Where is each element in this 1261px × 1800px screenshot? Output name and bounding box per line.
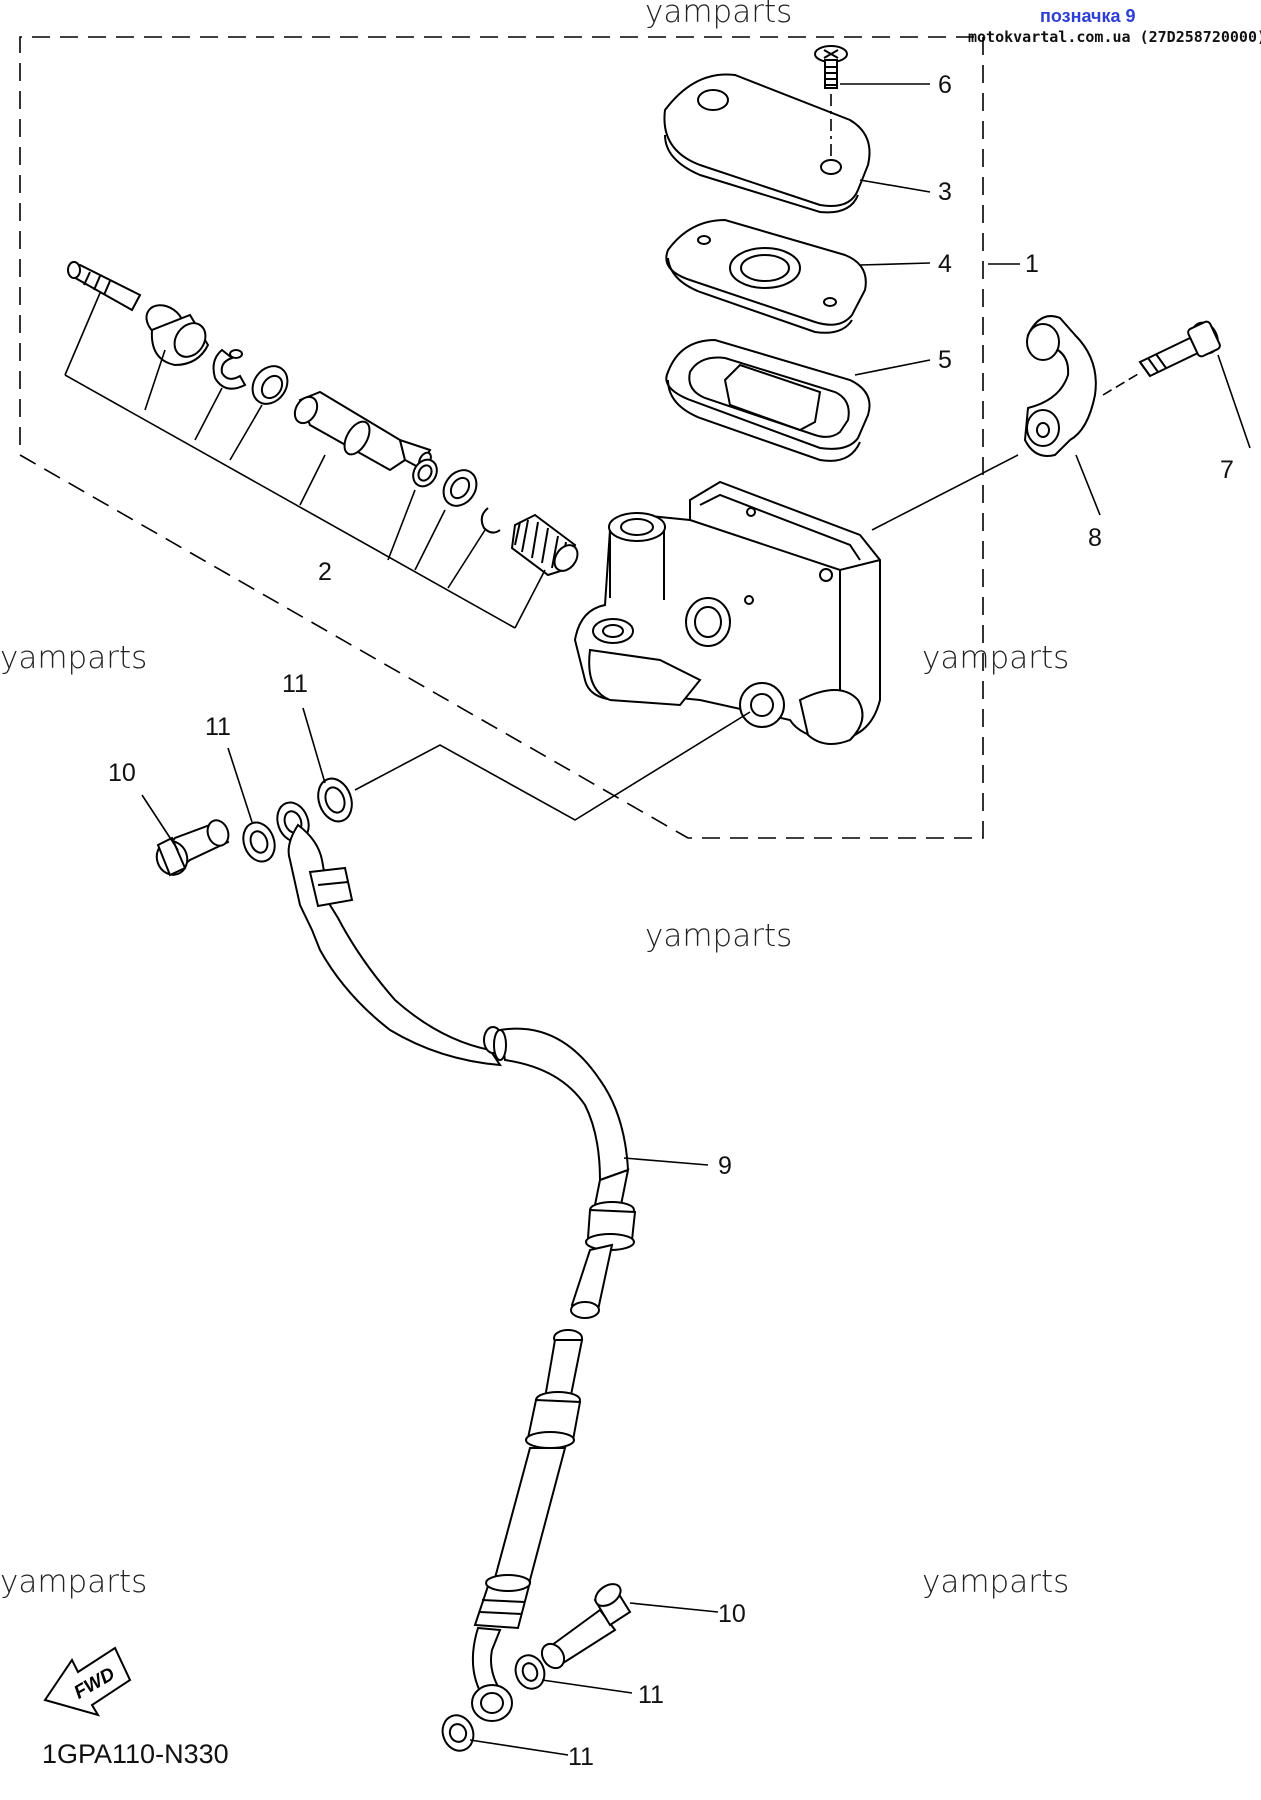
lower-banjo-assembly — [441, 1583, 719, 1756]
watermark-center: yamparts — [645, 918, 792, 954]
callout-4: 4 — [938, 250, 952, 278]
leader-5 — [854, 359, 931, 376]
source-subtitle: motokvartal.com.ua (27D258720000) — [968, 28, 1261, 46]
reservoir-cap — [663, 73, 871, 214]
callout-3: 3 — [938, 178, 952, 206]
fwd-arrow-icon: FWD — [43, 1646, 132, 1717]
callout-10-b: 10 — [718, 1600, 746, 1628]
callout-11-a: 11 — [282, 670, 308, 698]
diagram-code: 1GPA110-N330 — [42, 1739, 229, 1769]
callout-10-a: 10 — [108, 759, 136, 787]
cap-screw — [814, 45, 848, 160]
clamp-bolt — [1102, 320, 1251, 449]
callout-1: 1 — [1025, 250, 1039, 278]
tag-label: позначка 9 — [1040, 6, 1136, 26]
brake-hose — [287, 823, 709, 1722]
leader-8 — [1075, 454, 1101, 516]
watermark-top: yamparts — [645, 0, 792, 30]
watermark-mid-left: yamparts — [0, 640, 147, 676]
banjo-connection-line — [354, 711, 751, 821]
assembly-boundary — [19, 36, 984, 839]
callout-7: 7 — [1220, 456, 1234, 484]
leader-master — [871, 454, 1019, 531]
piston-kit — [64, 261, 579, 629]
callout-6: 6 — [938, 71, 952, 99]
callout-11-c: 11 — [638, 1681, 664, 1709]
watermark-mid-right: yamparts — [922, 640, 1069, 676]
callout-8: 8 — [1088, 524, 1102, 552]
diaphragm-plate — [665, 218, 867, 334]
master-cylinder-body — [573, 480, 881, 745]
watermark-bottom-right: yamparts — [922, 1564, 1069, 1600]
callout-9: 9 — [718, 1152, 732, 1180]
leader-4 — [859, 262, 931, 266]
callout-11-d: 11 — [568, 1743, 594, 1771]
callout-2: 2 — [318, 558, 332, 586]
upper-banjo-assembly — [141, 707, 353, 877]
leader-3 — [859, 179, 931, 193]
callout-5: 5 — [938, 346, 952, 374]
callout-11-b: 11 — [205, 713, 231, 741]
diaphragm — [665, 338, 871, 462]
watermark-bottom-left: yamparts — [0, 1564, 147, 1600]
handlebar-clamp — [1023, 315, 1097, 457]
